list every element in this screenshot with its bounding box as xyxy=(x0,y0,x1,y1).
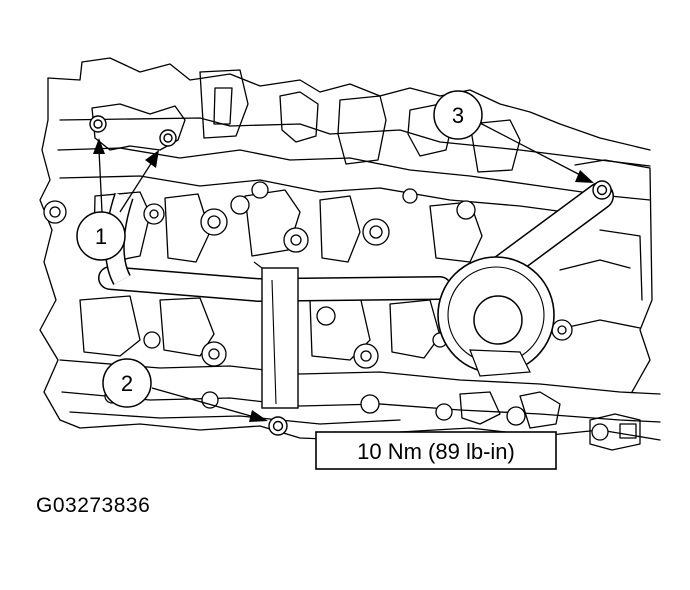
casting-bosses xyxy=(43,181,609,441)
arrow-to-bolt-2 xyxy=(249,410,268,422)
callout-1: 1 xyxy=(76,211,126,261)
callout-2-label: 2 xyxy=(121,371,133,396)
figure-id: G03273836 xyxy=(36,494,151,517)
callout-3-label: 3 xyxy=(452,103,464,128)
callout-3: 3 xyxy=(433,90,483,140)
bolt-2 xyxy=(268,416,288,436)
bolts xyxy=(89,115,612,436)
pump-hub xyxy=(473,295,523,345)
arrow-to-bolt-1b xyxy=(145,150,159,168)
leader-lines xyxy=(98,121,587,419)
arrow-to-bolt-1a xyxy=(93,138,105,154)
callout-2: 2 xyxy=(102,358,152,408)
arrowheads xyxy=(93,138,594,422)
callout-1-label: 1 xyxy=(95,224,107,249)
bolt-1a xyxy=(89,115,107,133)
bolt-1b xyxy=(159,129,177,147)
bolt-3 xyxy=(592,180,612,200)
torque-spec-box: 10 Nm (89 lb-in) xyxy=(315,431,557,470)
oil-tube-assembly xyxy=(98,182,614,409)
arrow-to-bolt-3 xyxy=(575,170,594,183)
support-bracket xyxy=(261,267,299,409)
torque-spec-label: 10 Nm (89 lb-in) xyxy=(357,439,515,464)
